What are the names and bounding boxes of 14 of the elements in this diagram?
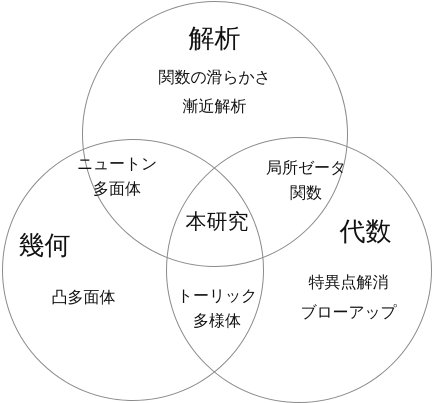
circle-title: 解析	[188, 22, 240, 56]
venn-circle	[166, 137, 432, 403]
overlap-label: 局所ゼータ関数	[266, 157, 346, 204]
circle-title: 幾何	[18, 230, 70, 263]
circle-item: 関数の滑らかさ	[158, 67, 270, 88]
circle-item: 凸多面体	[52, 287, 116, 308]
overlap-label: 本研究	[186, 208, 248, 236]
circle-item: ブローアップ	[300, 302, 396, 323]
circle-item: 特異点解消	[308, 272, 388, 293]
venn-circle	[2, 139, 264, 401]
circle-item: 漸近解析	[182, 96, 246, 117]
circle-title: 代数	[340, 216, 392, 249]
overlap-label: トーリック多様体	[177, 285, 257, 332]
overlap-label: ニュートン多面体	[77, 153, 157, 200]
